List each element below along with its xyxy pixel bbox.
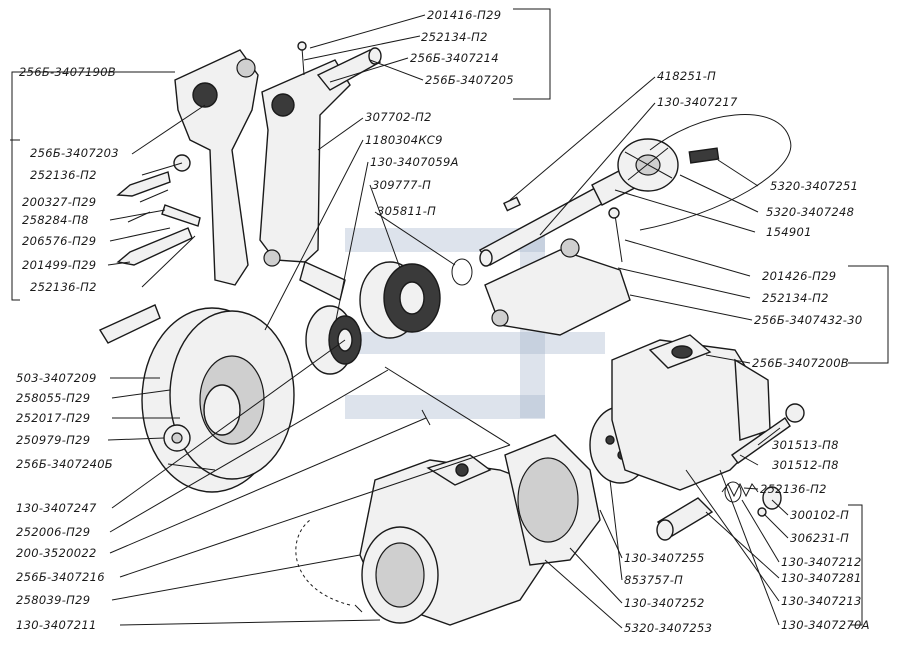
- label-5320-3407251: 5320-3407251: [770, 179, 858, 193]
- label-307702-p2: 307702-П2: [365, 110, 432, 124]
- label-252017-p29: 252017-П29: [16, 411, 90, 425]
- label-200-3520022: 200-3520022: [16, 546, 97, 560]
- label-256b-3407203: 256Б-3407203: [30, 146, 119, 160]
- label-258039-p29: 258039-П29: [16, 593, 90, 607]
- snap-ring: [451, 258, 473, 286]
- control-housing: [484, 207, 631, 336]
- label-252134-p2-right: 252134-П2: [762, 291, 829, 305]
- pulley: [98, 304, 295, 493]
- label-256b-3407200v: 256Б-3407200В: [752, 356, 849, 370]
- label-252136-p2-c: 252136-П2: [760, 482, 827, 496]
- bolt-upper-left: [116, 154, 191, 197]
- label-200327-p29: 200327-П29: [22, 195, 96, 209]
- shaft-outline: [639, 114, 792, 231]
- label-256b-3407432-30: 256Б-3407432-30: [754, 313, 863, 327]
- cover-bolt: [731, 403, 805, 464]
- vane: [688, 147, 720, 164]
- label-5320-3407253: 5320-3407253: [624, 621, 712, 635]
- long-stud: [384, 366, 511, 446]
- label-130-3407217: 130-3407217: [657, 95, 738, 109]
- pump-cover: [611, 334, 771, 491]
- label-201416-p29: 201416-П29: [427, 8, 501, 22]
- label-5320-3407248: 5320-3407248: [766, 205, 854, 219]
- label-1180304ks9: 1180304КС9: [365, 133, 443, 147]
- part-labels: 201416-П29 252134-П2 256Б-3407214 256Б-3…: [16, 8, 870, 635]
- plug: [757, 486, 782, 517]
- tension-shaft: [316, 47, 382, 91]
- label-252136-p2-b: 252136-П2: [30, 280, 97, 294]
- top-screw: [297, 41, 307, 76]
- label-256b-3407216: 256Б-3407216: [16, 570, 105, 584]
- label-130-3407213: 130-3407213: [781, 594, 862, 608]
- label-130-3407211: 130-3407211: [16, 618, 97, 632]
- bearing: [305, 305, 362, 375]
- label-252006-p29: 252006-П29: [16, 525, 90, 539]
- label-301513-p8: 301513-П8: [772, 438, 839, 452]
- label-300102-p: 300102-П: [790, 508, 849, 522]
- label-309777-p: 309777-П: [372, 178, 431, 192]
- stator-ring: [504, 434, 601, 566]
- label-130-3407247: 130-3407247: [16, 501, 97, 515]
- label-258055-p29: 258055-П29: [16, 391, 90, 405]
- label-201426-p29: 201426-П29: [762, 269, 836, 283]
- label-250979-p29: 250979-П29: [16, 433, 90, 447]
- bolt-lower-left: [116, 204, 201, 266]
- key: [503, 196, 521, 212]
- arm-bracket-right: [259, 59, 351, 302]
- label-256b-3407214: 256Б-3407214: [410, 51, 499, 65]
- relief-valve: [656, 497, 714, 541]
- pump-body: [359, 454, 551, 626]
- label-853757-p: 853757-П: [624, 573, 683, 587]
- label-130-3407252: 130-3407252: [624, 596, 705, 610]
- valve-spring: [721, 481, 759, 503]
- label-258284-p8: 258284-П8: [22, 213, 89, 227]
- label-256b-3407205: 256Б-3407205: [425, 73, 514, 87]
- label-252136-p2-a: 252136-П2: [30, 168, 97, 182]
- label-256b-3407190v: 256Б-3407190В: [19, 65, 116, 79]
- label-206576-p29: 206576-П29: [22, 234, 96, 248]
- label-130-3407212: 130-3407212: [781, 555, 862, 569]
- arrow-tip: [354, 604, 363, 613]
- label-503-3407209: 503-3407209: [16, 371, 97, 385]
- label-418251-p: 418251-П: [657, 69, 716, 83]
- arm-bracket-left: [174, 49, 259, 286]
- leader-lines: [10, 8, 889, 629]
- pulley-nut: [163, 424, 191, 452]
- label-130-3407270a: 130-3407270А: [781, 618, 870, 632]
- label-154901: 154901: [766, 225, 812, 239]
- label-201499-p29: 201499-П29: [22, 258, 96, 272]
- label-305811-p: 305811-П: [377, 204, 436, 218]
- label-252134-p2-top: 252134-П2: [421, 30, 488, 44]
- label-301512-p8: 301512-П8: [772, 458, 839, 472]
- rotor: [617, 138, 679, 192]
- label-256b-3407240b: 256Б-3407240Б: [16, 457, 113, 471]
- hose-outline-left: [295, 519, 351, 606]
- label-130-3407059a: 130-3407059А: [370, 155, 459, 169]
- label-306231-p: 306231-П: [790, 531, 849, 545]
- seal-ring: [359, 261, 441, 339]
- label-130-3407255: 130-3407255: [624, 551, 705, 565]
- label-130-3407281: 130-3407281: [781, 571, 862, 585]
